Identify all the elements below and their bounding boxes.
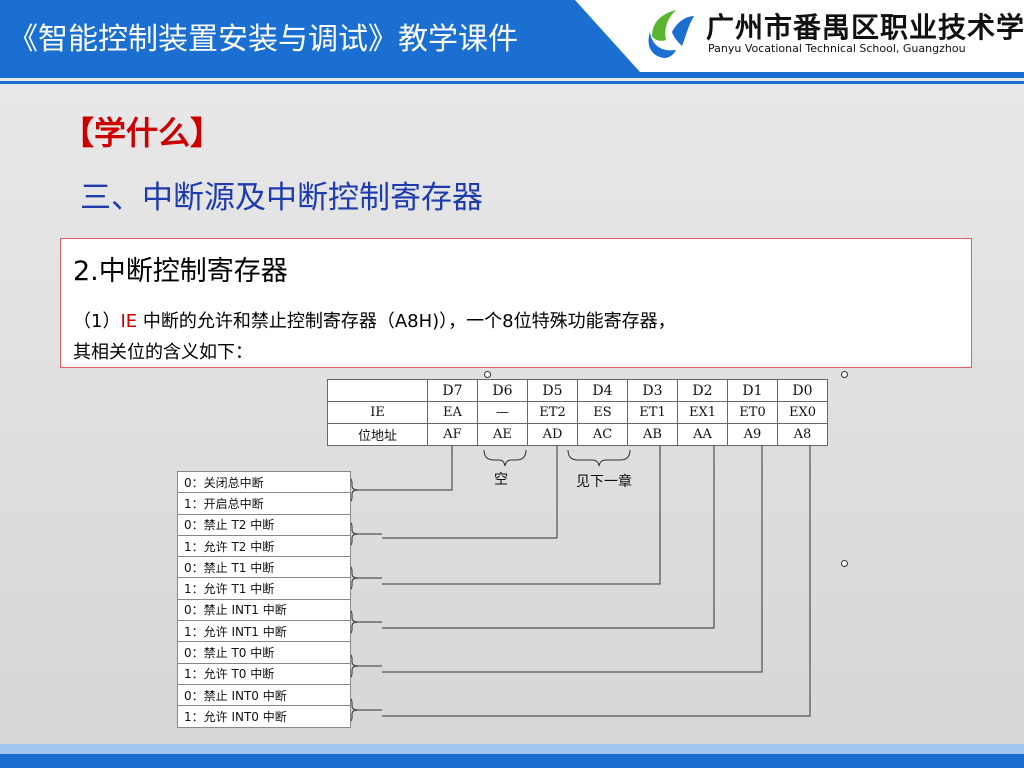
connector-et0 xyxy=(382,446,763,673)
table-cell: ET0 xyxy=(727,401,778,424)
table-cell: AF xyxy=(427,423,478,446)
legend-text: 0：禁止 T0 中断 xyxy=(177,641,351,664)
legend-text: 1：允许 INT0 中断 xyxy=(177,705,351,728)
list-item: 1：允许 T0 中断 xyxy=(177,662,351,685)
connector-et1 xyxy=(382,446,661,585)
footer-stripe-light xyxy=(0,744,1024,754)
box-line-2: 其相关位的含义如下： xyxy=(73,342,253,363)
table-cell: 位地址 xyxy=(327,423,428,446)
table-cell: AD xyxy=(527,423,578,446)
line1-prefix: （1） xyxy=(73,311,121,332)
register-name: IE xyxy=(120,311,138,332)
list-item: 0：禁止 T2 中断 xyxy=(177,513,351,536)
ie-bit-legend: 0：关闭总中断 1：开启总中断 0：禁止 T2 中断 1：允许 T2 中断 0：… xyxy=(177,470,351,728)
connector-ex0 xyxy=(382,446,811,717)
slide-header: 《智能控制装置安装与调试》教学课件 广州市番禺区职业技术学校 Panyu Voc… xyxy=(0,0,1024,72)
legend-text: 1：允许 T0 中断 xyxy=(177,662,351,685)
line1-suffix: 中断的允许和禁止控制寄存器（A8H)），一个8位特殊功能寄存器， xyxy=(137,311,676,332)
school-logo: 广州市番禺区职业技术学校 Panyu Vocational Technical … xyxy=(636,4,1024,62)
list-item: 0：禁止 INT1 中断 xyxy=(177,598,351,622)
label-empty: 空 xyxy=(494,472,508,488)
table-cell: EA xyxy=(427,401,478,424)
connector-ea xyxy=(382,446,453,491)
header-stripe-thin xyxy=(0,81,1024,84)
brace-empty xyxy=(483,449,527,467)
header-stripe xyxy=(0,72,1024,78)
legend-text: 1：允许 T1 中断 xyxy=(177,577,351,600)
table-cell: D7 xyxy=(427,379,478,402)
anchor-dot-icon xyxy=(841,371,848,378)
list-item: 1：允许 T1 中断 xyxy=(177,577,351,600)
legend-text: 0：禁止 INT0 中断 xyxy=(177,683,351,707)
section-title: 三、中断源及中断控制寄存器 xyxy=(80,180,483,216)
list-item: 0：禁止 INT0 中断 xyxy=(177,683,351,707)
legend-text: 0：关闭总中断 xyxy=(177,470,351,494)
table-cell: AC xyxy=(577,423,628,446)
box-line-1: （1）IE 中断的允许和禁止控制寄存器（A8H)），一个8位特殊功能寄存器， xyxy=(73,307,676,333)
legend-text: 0：禁止 T1 中断 xyxy=(177,556,351,579)
table-cell: D5 xyxy=(527,379,578,402)
table-cell: AE xyxy=(477,423,528,446)
box-heading: 2.中断控制寄存器 xyxy=(73,256,288,287)
anchor-dot-icon xyxy=(841,560,848,567)
content-box: 2.中断控制寄存器 （1）IE 中断的允许和禁止控制寄存器（A8H)），一个8位… xyxy=(60,238,972,368)
brace-see-next xyxy=(567,449,631,467)
legend-text: 0：禁止 T2 中断 xyxy=(177,513,351,536)
table-cell: D6 xyxy=(477,379,528,402)
connector-ex1 xyxy=(382,446,715,629)
course-title: 《智能控制装置安装与调试》教学课件 xyxy=(8,22,518,57)
list-item: 1：开启总中断 xyxy=(177,492,351,515)
brace-stems xyxy=(358,489,382,711)
legend-text: 1：允许 T2 中断 xyxy=(177,534,351,558)
school-name-en: Panyu Vocational Technical School, Guang… xyxy=(708,42,966,55)
table-row-addresses: 位地址 AF AE AD AC AB AA A9 A8 xyxy=(327,423,828,446)
list-item: 0：禁止 T1 中断 xyxy=(177,556,351,579)
label-see-next: 见下一章 xyxy=(576,474,632,490)
list-item: 0：关闭总中断 xyxy=(177,470,351,494)
list-item: 1：允许 INT0 中断 xyxy=(177,705,351,728)
legend-text: 1：允许 INT1 中断 xyxy=(177,620,351,643)
list-item: 0：禁止 T0 中断 xyxy=(177,641,351,664)
table-cell: D2 xyxy=(677,379,728,402)
connector-et2 xyxy=(382,446,558,539)
header-band xyxy=(0,0,640,72)
school-name-cn: 广州市番禺区职业技术学校 xyxy=(706,11,1024,44)
ie-register-table: D7 D6 D5 D4 D3 D2 D1 D0 IE EA — ET2 ES E… xyxy=(327,379,828,446)
table-cell: AA xyxy=(677,423,728,446)
learn-title: 【学什么】 xyxy=(62,114,223,152)
footer-stripe xyxy=(0,754,1024,768)
table-row-names: IE EA — ET2 ES ET1 EX1 ET0 EX0 xyxy=(327,401,828,424)
anchor-dot-icon xyxy=(484,371,491,378)
table-cell: AB xyxy=(627,423,678,446)
legend-text: 0：禁止 INT1 中断 xyxy=(177,598,351,622)
list-item: 1：允许 INT1 中断 xyxy=(177,620,351,643)
list-item: 1：允许 T2 中断 xyxy=(177,534,351,558)
school-emblem-icon xyxy=(648,10,694,58)
table-cell: A9 xyxy=(727,423,778,446)
table-cell: A8 xyxy=(777,423,828,446)
legend-text: 1：开启总中断 xyxy=(177,492,351,515)
